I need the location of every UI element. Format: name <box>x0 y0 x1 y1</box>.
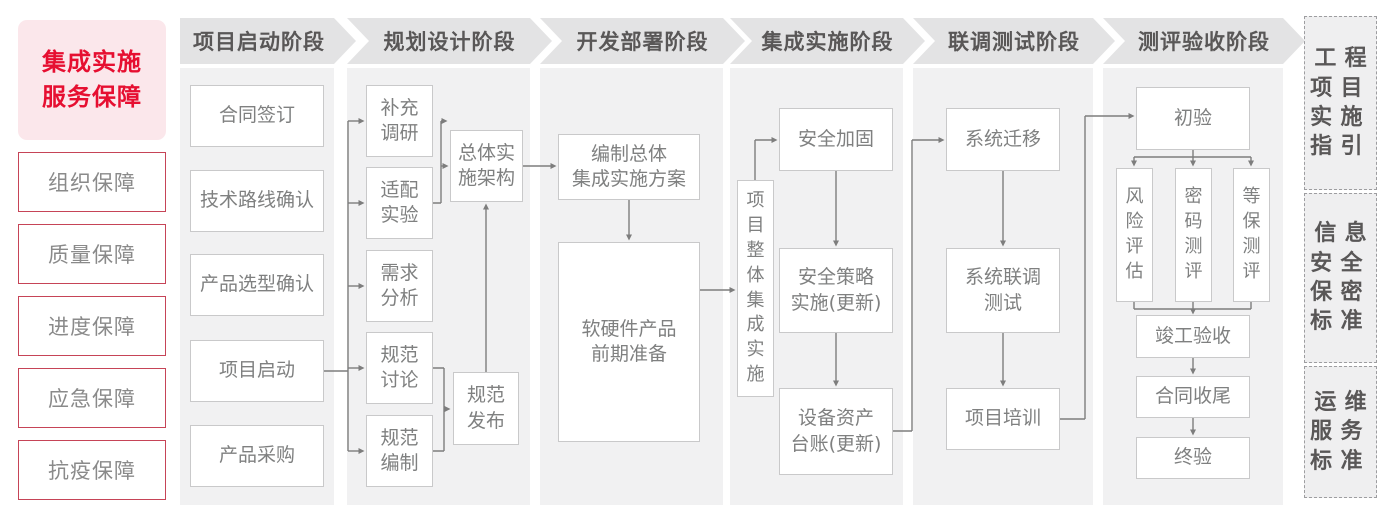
rail-item-quality-guarantee: 质量保障 <box>18 224 166 284</box>
box-supplementary-research: 补充 调研 <box>366 85 433 157</box>
box-adaptation-test: 适配 实验 <box>366 167 433 239</box>
rail-item-organization-guarantee: 组织保障 <box>18 152 166 212</box>
box-completion-acceptance: 竣工验收 <box>1136 315 1250 358</box>
box-joint-debugging-test: 系统联调 测试 <box>946 248 1060 333</box>
box-initial-acceptance: 初验 <box>1136 87 1250 150</box>
phase-header-integration-impl: 集成实施阶段 <box>730 18 925 64</box>
box-contract-signing: 合同签订 <box>190 85 324 147</box>
box-risk-assessment: 风 险 评 估 <box>1116 168 1153 302</box>
box-project-training: 项目培训 <box>946 388 1060 450</box>
phase-header-joint-test: 联调测试阶段 <box>913 18 1115 64</box>
rail-item-schedule-guarantee: 进度保障 <box>18 296 166 356</box>
rail-item-emergency-guarantee: 应急保障 <box>18 368 166 428</box>
box-asset-ledger-update: 设备资产 台账(更新) <box>779 388 893 475</box>
box-requirement-analysis: 需求 分析 <box>366 250 433 322</box>
box-final-acceptance: 终验 <box>1136 437 1250 479</box>
box-classified-protection-evaluation: 等 保 测 评 <box>1233 168 1270 302</box>
ref-information-security-standard: 信息 安全 保密 标准 <box>1304 193 1377 363</box>
box-spec-discussion: 规范 讨论 <box>366 332 433 404</box>
box-overall-project-integration: 项 目 整 体 集 成 实 施 <box>737 180 774 397</box>
phase-header-project-kickoff: 项目启动阶段 <box>180 18 356 64</box>
box-project-kickoff: 项目启动 <box>190 340 324 402</box>
phase-header-eval-acceptance: 测评验收阶段 <box>1103 18 1305 64</box>
rail-item-antipandemic-guarantee: 抗疫保障 <box>18 440 166 500</box>
phase-header-dev-deploy: 开发部署阶段 <box>540 18 745 64</box>
box-crypto-evaluation: 密 码 测 评 <box>1175 168 1212 302</box>
phase-header-planning-design: 规划设计阶段 <box>347 18 552 64</box>
box-product-selection-confirmation: 产品选型确认 <box>190 254 324 316</box>
ref-om-service-standard: 运维 服务 标准 <box>1304 366 1377 498</box>
left-rail-title: 集成实施 服务保障 <box>18 20 166 140</box>
box-overall-integration-plan: 编制总体 集成实施方案 <box>558 134 700 200</box>
box-contract-closure: 合同收尾 <box>1136 376 1250 418</box>
box-security-policy-implementation: 安全策略 实施(更新) <box>779 248 893 333</box>
box-hw-sw-preparation: 软硬件产品 前期准备 <box>558 242 700 442</box>
ref-engineering-project-guide: 工程 项目 实施 指引 <box>1304 16 1377 190</box>
box-product-procurement: 产品采购 <box>190 425 324 487</box>
box-spec-release: 规范 发布 <box>453 372 519 445</box>
box-tech-route-confirmation: 技术路线确认 <box>190 170 324 232</box>
box-spec-drafting: 规范 编制 <box>366 415 433 487</box>
box-security-hardening: 安全加固 <box>779 108 893 171</box>
box-overall-implementation-architecture: 总体实 施架构 <box>450 130 523 202</box>
box-system-migration: 系统迁移 <box>946 108 1060 171</box>
